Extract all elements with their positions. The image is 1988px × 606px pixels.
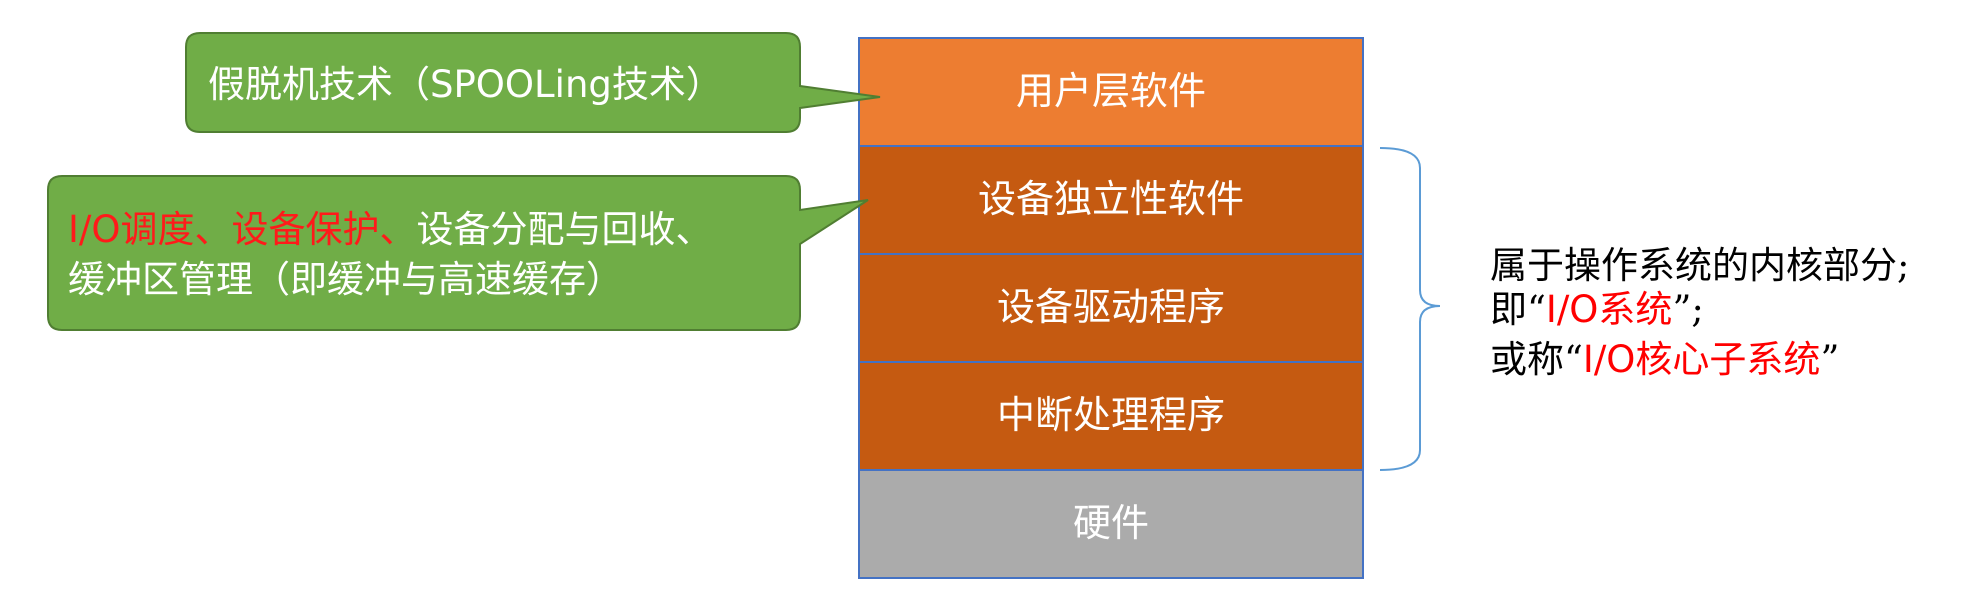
callout-device-independent: I/O调度、设备保护、设备分配与回收、 缓冲区管理（即缓冲与高速缓存） [47, 175, 869, 331]
layer-user-software: 用户层软件 [858, 37, 1364, 147]
callout-red-text: I/O调度、设备保护、 [68, 208, 417, 251]
layer-box [858, 469, 1364, 579]
layer-label: 用户层软件 [1016, 69, 1206, 113]
callout-spooling-bubble [185, 32, 881, 133]
callout-spooling-text: 假脱机技术（SPOOLing技术） [208, 63, 723, 106]
kernel-note-line1: 属于操作系统的内核部分; [1490, 244, 1909, 287]
layer-box [858, 37, 1364, 147]
layer-box [858, 361, 1364, 471]
layer-label: 硬件 [1073, 501, 1149, 545]
kernel-brace [1379, 147, 1441, 471]
kernel-note-line2-suffix: ”; [1672, 288, 1703, 331]
kernel-note-line2-red: I/O系统 [1546, 288, 1673, 331]
layer-interrupt-handler: 中断处理程序 [858, 361, 1364, 471]
callout-device-independent-line1: I/O调度、设备保护、设备分配与回收、 [68, 208, 713, 251]
layer-device-driver: 设备驱动程序 [858, 253, 1364, 363]
kernel-note-line2-prefix: 即“ [1490, 288, 1546, 331]
kernel-note-line3: 或称“I/O核心子系统” [1490, 338, 1839, 381]
kernel-note-line3-red: I/O核心子系统 [1583, 338, 1821, 381]
kernel-note-line3-prefix: 或称“ [1490, 338, 1583, 381]
kernel-note: 属于操作系统的内核部分; 即“I/O系统”; 或称“I/O核心子系统” [1490, 244, 1909, 381]
layer-label: 设备驱动程序 [997, 285, 1225, 329]
layer-device-independent-software: 设备独立性软件 [858, 145, 1364, 255]
layer-box [858, 145, 1364, 255]
callout-device-independent-line2: 缓冲区管理（即缓冲与高速缓存） [68, 258, 623, 301]
kernel-note-line3-suffix: ” [1820, 338, 1839, 381]
callout-white-text: 设备分配与回收、 [417, 208, 713, 251]
layer-stack: 用户层软件 设备独立性软件 设备驱动程序 中断处理程序 硬件 [858, 37, 1364, 579]
callout-device-independent-bubble [47, 175, 869, 331]
kernel-note-line2: 即“I/O系统”; [1490, 288, 1704, 331]
layer-box [858, 253, 1364, 363]
layer-hardware: 硬件 [858, 469, 1364, 579]
layer-label: 中断处理程序 [997, 393, 1225, 437]
layer-label: 设备独立性软件 [978, 177, 1244, 221]
callout-spooling: 假脱机技术（SPOOLing技术） [185, 32, 881, 133]
